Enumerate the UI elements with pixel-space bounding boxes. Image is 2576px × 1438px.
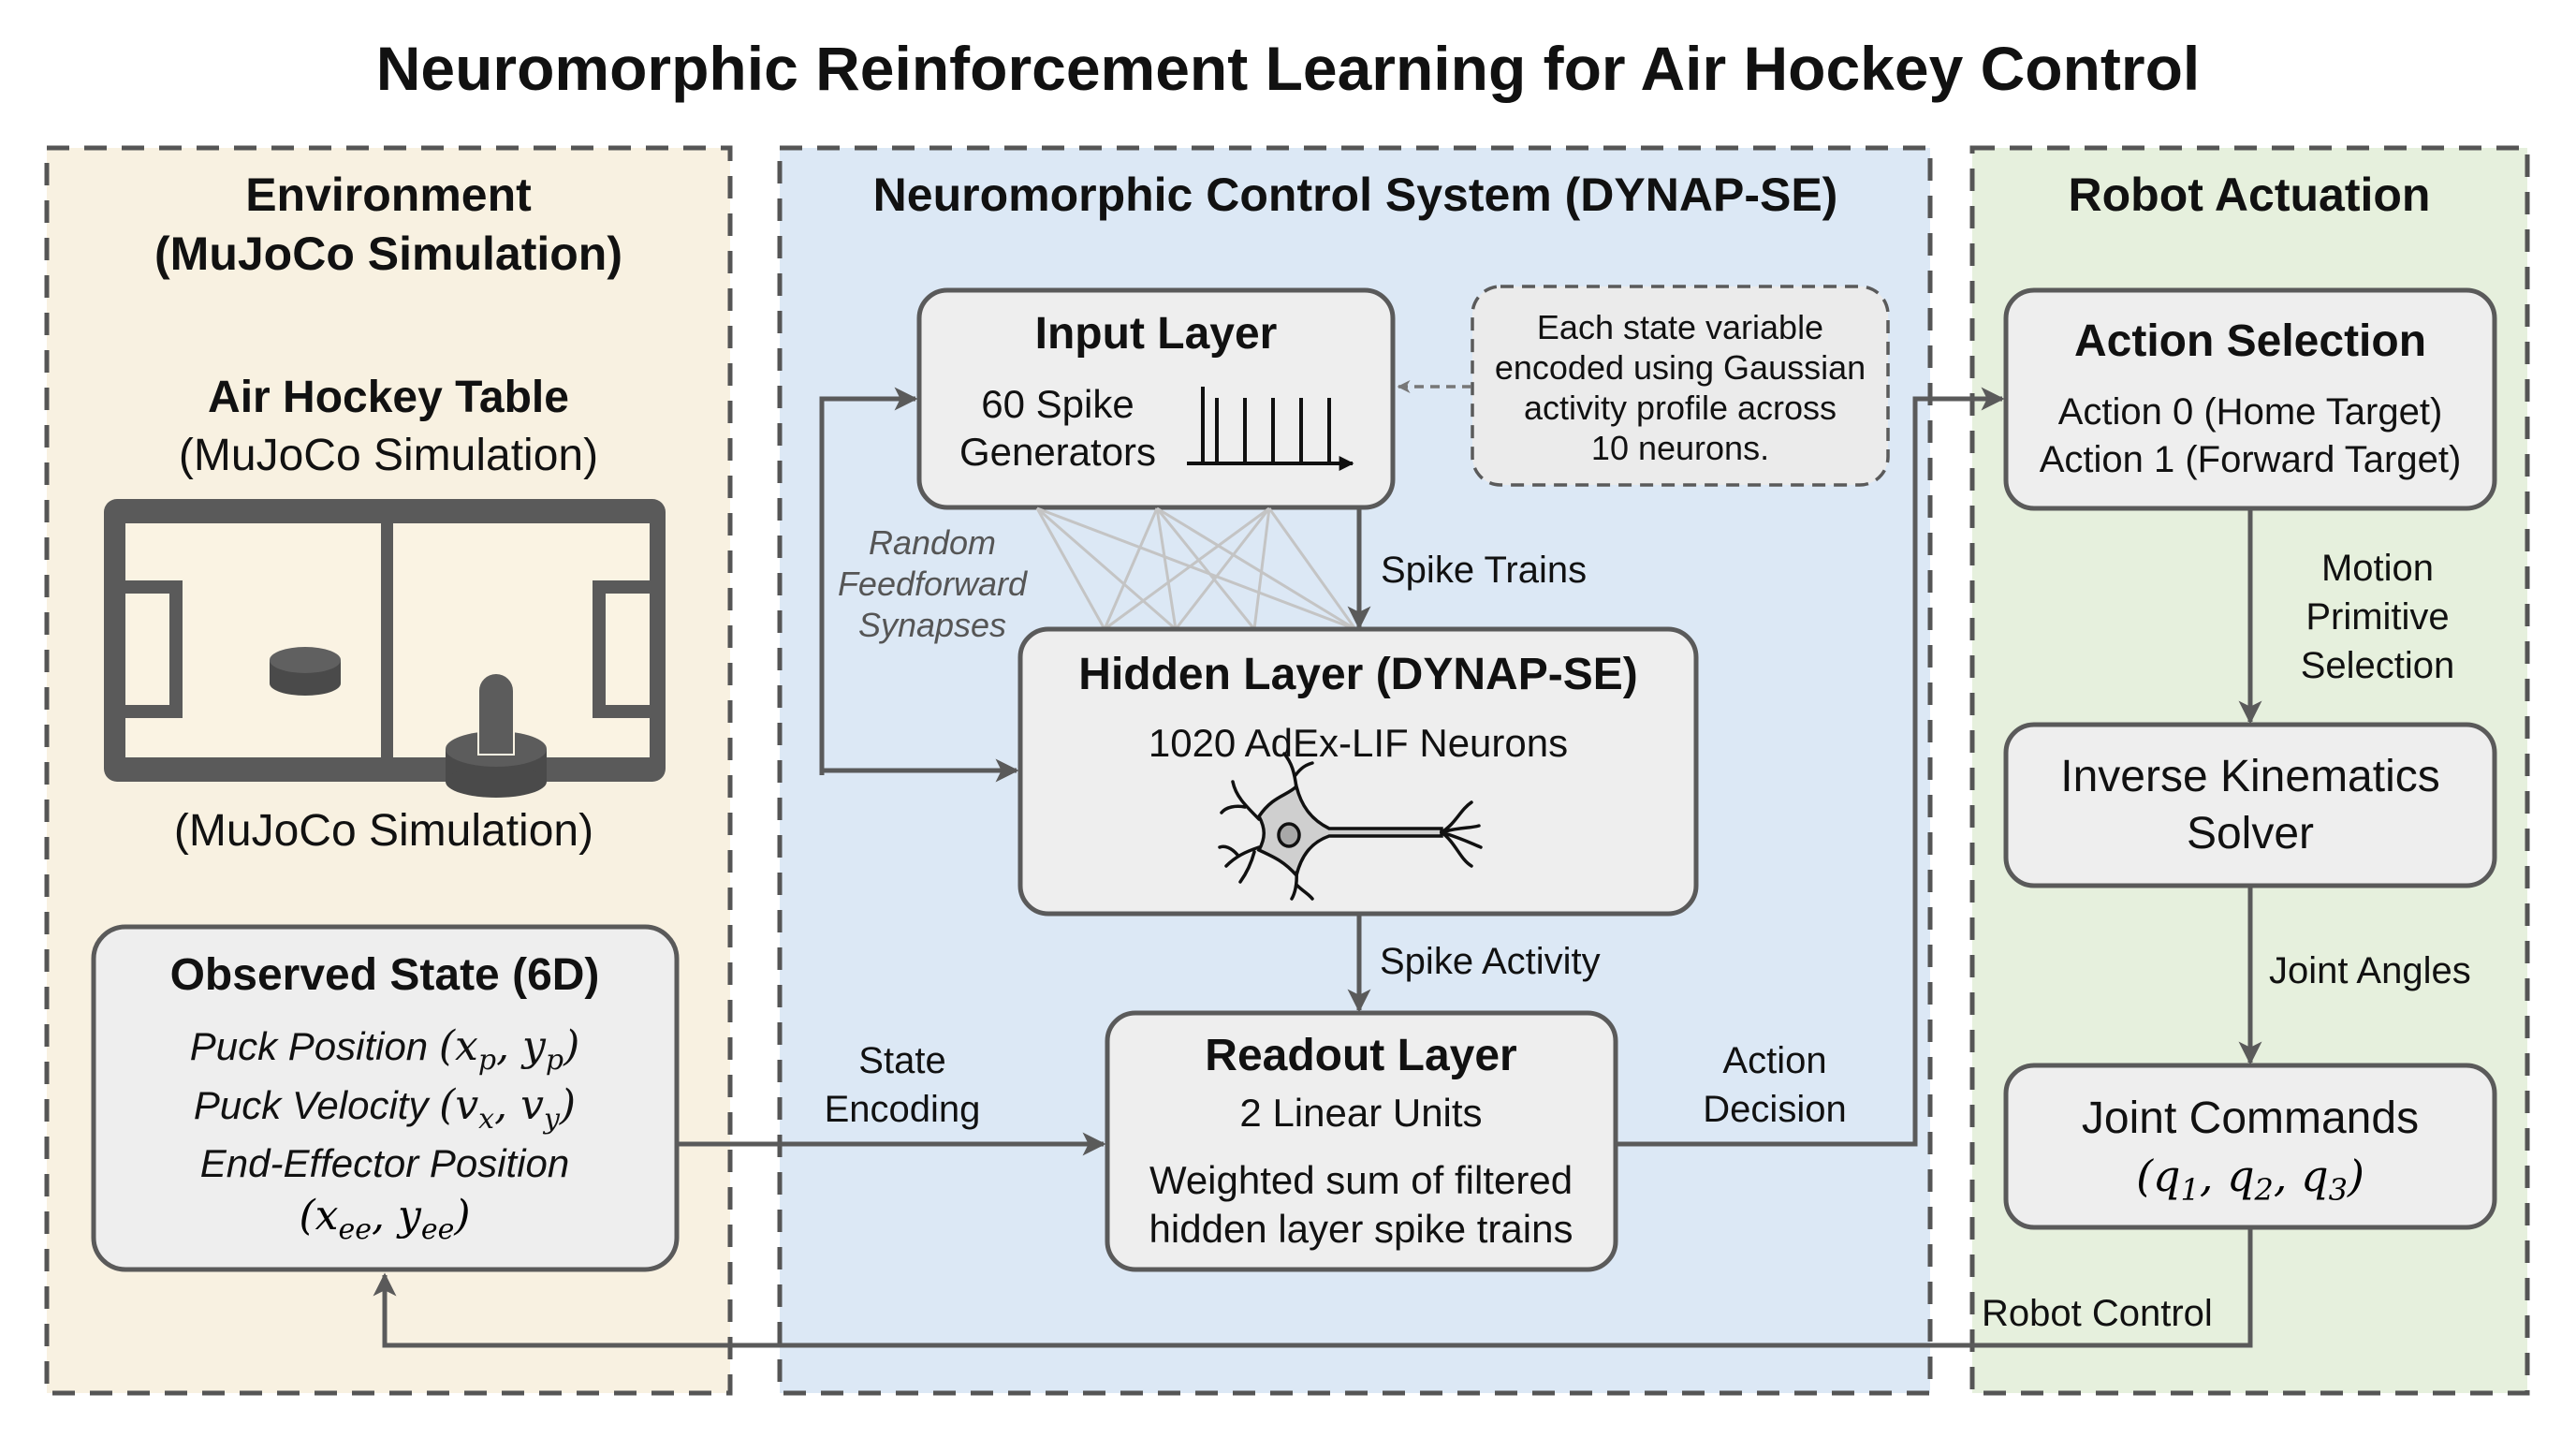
readout-layer-subtitle: 2 Linear Units <box>1239 1091 1482 1135</box>
spike-trains-label: Spike Trains <box>1381 550 1587 591</box>
input-feedback-arrow <box>819 387 918 775</box>
action-selection-line2: Action 1 (Forward Target) <box>2040 439 2462 480</box>
spike-activity-label: Spike Activity <box>1380 941 1601 982</box>
environment-title: Environment <box>245 169 532 221</box>
svg-text:(q1, q2, q3): (q1, q2, q3) <box>2136 1151 2364 1208</box>
encoding-note-line1: Each state variable <box>1537 308 1823 346</box>
joint-angles-label: Joint Angles <box>2269 950 2471 991</box>
svg-text:Synapses: Synapses <box>858 606 1006 644</box>
page-title: Neuromorphic Reinforcement Learning for … <box>376 34 2200 103</box>
input-layer-line1: 60 Spike <box>981 382 1134 426</box>
joint-commands-math: (q1, q2, q3) <box>2136 1151 2364 1208</box>
action-decision-label-1: Action <box>1722 1040 1826 1081</box>
joint-commands-title: Joint Commands <box>2082 1093 2419 1143</box>
state-encoding-label-2: Encoding <box>825 1089 981 1130</box>
mallet-icon <box>446 672 547 798</box>
neuron-icon <box>1218 752 1483 901</box>
observed-state-line-puck-velocity: Puck Velocity (vx, vy) <box>194 1081 576 1136</box>
svg-text:Puck Position (xp, yp): Puck Position (xp, yp) <box>190 1022 580 1077</box>
action-selection-title: Action Selection <box>2074 316 2426 366</box>
air-hockey-table-caption: (MuJoCo Simulation) <box>174 806 593 856</box>
ik-solver-box <box>2003 722 2497 888</box>
motion-label-1: Motion <box>2321 548 2434 589</box>
encoding-note-line4: 10 neurons. <box>1591 429 1769 467</box>
readout-layer-desc2: hidden layer spike trains <box>1149 1207 1573 1251</box>
hidden-layer-title: Hidden Layer (DYNAP-SE) <box>1078 650 1637 699</box>
observed-state-title: Observed State (6D) <box>170 950 600 1000</box>
environment-subtitle: (MuJoCo Simulation) <box>154 227 622 280</box>
motion-label-2: Primitive <box>2305 596 2449 638</box>
encoding-note-line2: encoded using Gaussian <box>1495 348 1866 387</box>
svg-text:(xee, yee): (xee, yee) <box>299 1192 470 1246</box>
action-decision-arrow <box>1616 387 2005 1147</box>
air-hockey-table-icon <box>104 499 666 798</box>
joint-commands-box <box>2003 1063 2497 1230</box>
readout-layer-box <box>1105 1010 1618 1272</box>
svg-text:Random: Random <box>869 523 996 562</box>
random-synapses <box>1035 506 1357 631</box>
ik-solver-line1: Inverse Kinematics <box>2060 752 2440 801</box>
synapses-label: Random Feedforward Synapses <box>838 523 1028 644</box>
puck-icon <box>270 647 341 696</box>
svg-text:Feedforward: Feedforward <box>838 565 1028 603</box>
readout-layer-title: Readout Layer <box>1205 1031 1516 1080</box>
action-selection-line1: Action 0 (Home Target) <box>2058 391 2443 433</box>
observed-state-box <box>91 924 680 1272</box>
observed-state-line-end-effector: End-Effector Position <box>200 1141 570 1185</box>
observed-state-line-puck-position: Puck Position (xp, yp) <box>190 1022 580 1077</box>
readout-layer-desc1: Weighted sum of filtered <box>1149 1158 1573 1202</box>
encoding-note-box <box>1471 285 1890 487</box>
hidden-layer-subtitle: 1020 AdEx-LIF Neurons <box>1149 721 1568 765</box>
motion-label-3: Selection <box>2301 645 2455 686</box>
air-hockey-table-title: Air Hockey Table <box>208 373 569 422</box>
spike-train-icon <box>1187 387 1354 471</box>
svg-text:Puck Velocity (vx, vy): Puck Velocity (vx, vy) <box>194 1081 576 1136</box>
input-layer-line2: Generators <box>959 430 1156 474</box>
encoding-note-line3: activity profile across <box>1524 389 1837 427</box>
state-encoding-label-1: State <box>858 1040 945 1081</box>
robot-control-label: Robot Control <box>1982 1293 2213 1334</box>
observed-state-line-end-effector-math: (xee, yee) <box>299 1192 470 1246</box>
air-hockey-table-subtitle: (MuJoCo Simulation) <box>179 431 598 480</box>
neuromorphic-title: Neuromorphic Control System (DYNAP-SE) <box>873 169 1838 221</box>
robot-control-arrow <box>373 1227 2253 1348</box>
action-decision-label-2: Decision <box>1703 1089 1846 1130</box>
ik-solver-line2: Solver <box>2187 809 2314 858</box>
input-layer-title: Input Layer <box>1035 309 1278 359</box>
robot-title: Robot Actuation <box>2069 169 2431 221</box>
